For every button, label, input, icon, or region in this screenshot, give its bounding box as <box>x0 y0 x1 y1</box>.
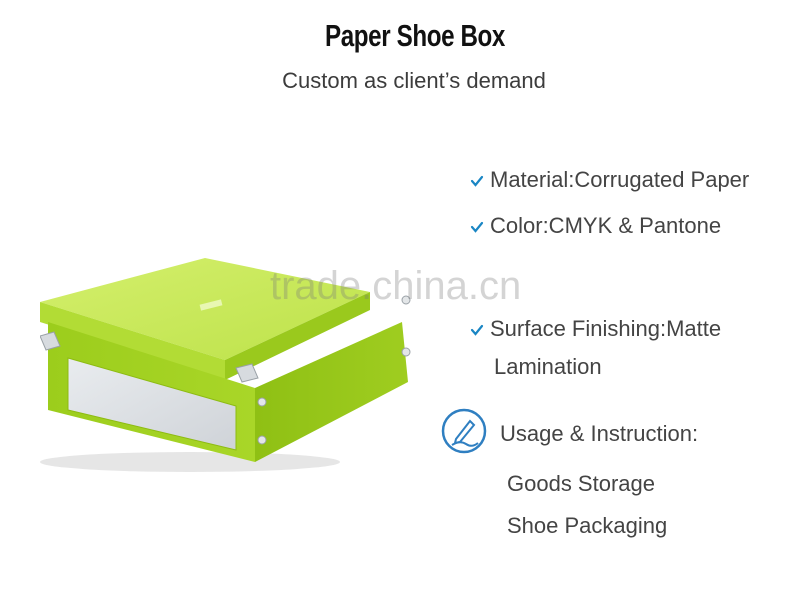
checkmark-icon <box>470 175 484 187</box>
shoe-box-image <box>40 258 411 472</box>
checkmark-icon <box>470 221 484 233</box>
checkmark-icon <box>470 324 484 336</box>
page-subtitle: Custom as client’s demand <box>282 68 546 93</box>
feature-label-continuation: Lamination <box>494 354 602 379</box>
feature-label: Material:Corrugated Paper <box>490 167 750 192</box>
usage-item: Shoe Packaging <box>507 513 668 538</box>
usage-title: Usage & Instruction: <box>500 421 699 446</box>
feature-label: Color:CMYK & Pantone <box>490 213 722 238</box>
watermark: trade.china.cn <box>270 264 522 308</box>
pen-writing-icon <box>441 408 487 454</box>
usage-item: Goods Storage <box>507 471 655 496</box>
feature-item: Material:Corrugated Paper <box>470 167 749 193</box>
feature-item: Surface Finishing:Matte Lamination <box>470 316 721 380</box>
feature-item: Color:CMYK & Pantone <box>470 213 721 239</box>
feature-label: Surface Finishing:Matte <box>490 316 722 341</box>
page-title: Paper Shoe Box <box>325 18 505 53</box>
